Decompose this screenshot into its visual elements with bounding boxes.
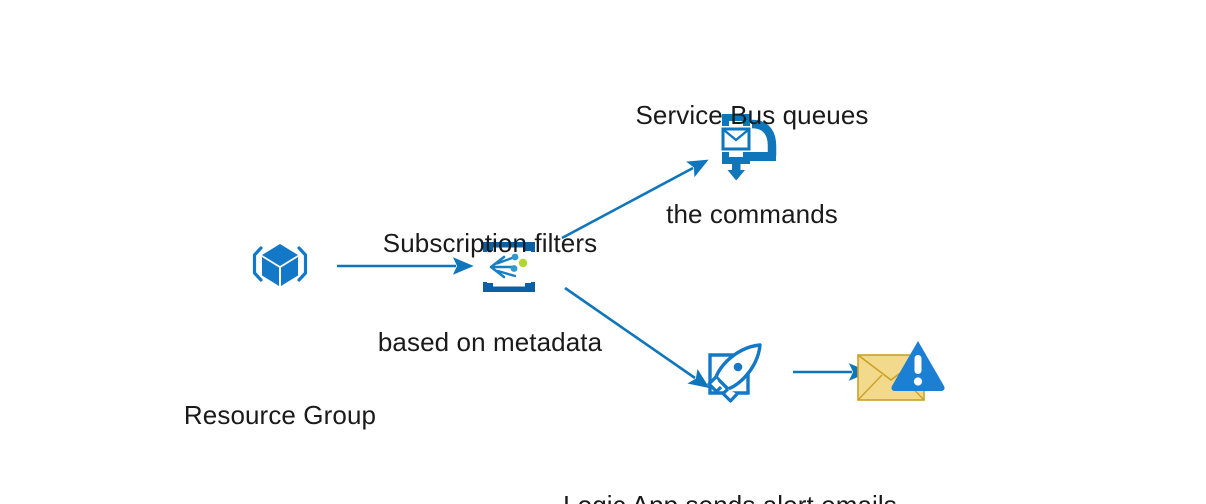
- label-logic-app-line1: Logic App sends alert emails: [485, 489, 975, 504]
- logic-app-rocket-icon[interactable]: [704, 341, 766, 403]
- label-subscription-filters: Subscription filters based on metadata: [335, 160, 645, 426]
- label-service-bus: Service Bus queues the commands: [597, 32, 907, 298]
- label-service-bus-line2: the commands: [666, 199, 838, 230]
- label-logic-app: Logic App sends alert emails: [485, 422, 975, 504]
- label-subscription-filters-line2: based on metadata: [377, 327, 603, 358]
- label-subscription-filters-line1: Subscription filters: [382, 227, 598, 258]
- label-resource-group-events: Resource Group Events: [115, 332, 445, 504]
- label-resource-group-events-line2: Events: [115, 498, 445, 504]
- label-service-bus-line1: Service Bus queues: [635, 99, 869, 130]
- resource-group-cube-icon[interactable]: [248, 232, 312, 296]
- service-bus-queue-icon[interactable]: [712, 110, 784, 182]
- event-grid-icon[interactable]: [481, 239, 537, 295]
- label-resource-group-events-line1: Resource Group: [183, 399, 377, 430]
- alert-email-icon[interactable]: [856, 337, 946, 407]
